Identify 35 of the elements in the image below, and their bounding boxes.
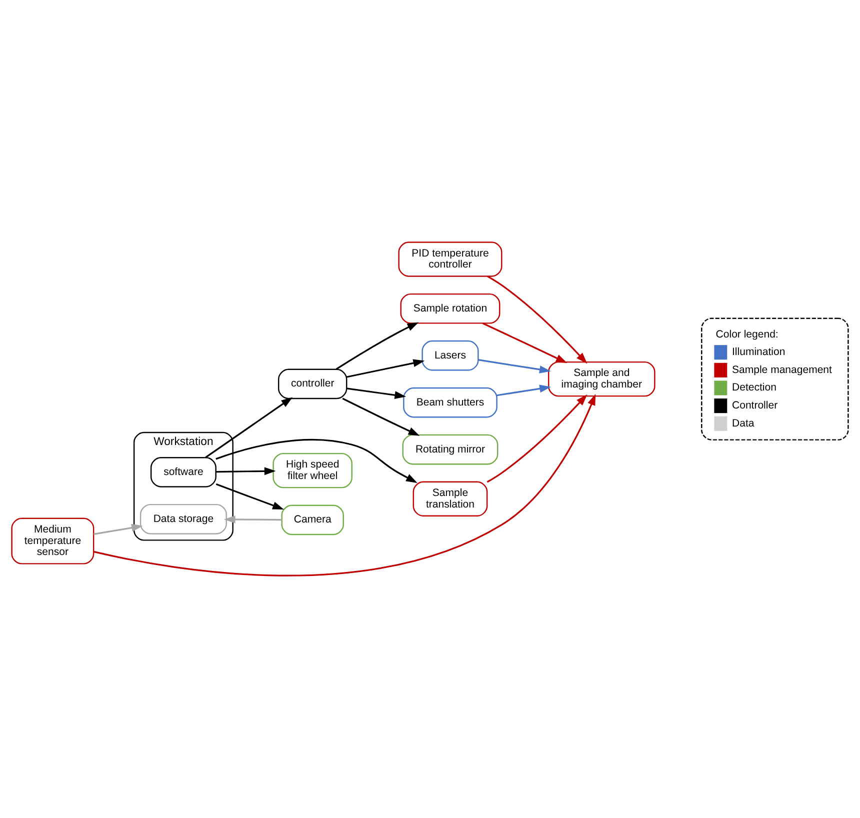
arrow xyxy=(346,359,425,378)
arrow xyxy=(486,394,588,483)
arrow xyxy=(346,388,406,400)
legend-label: Data xyxy=(732,417,754,430)
arrow xyxy=(487,276,588,364)
node-box: Sample and imaging chamber xyxy=(548,361,656,397)
arrow xyxy=(216,438,418,483)
node-box: PID temperature controller xyxy=(398,242,502,277)
node-box: Medium temperature sensor xyxy=(11,518,94,564)
node-box: software xyxy=(150,457,216,488)
arrow xyxy=(342,398,420,436)
arrow xyxy=(216,467,276,476)
node-box: Sample rotation xyxy=(400,293,500,324)
legend-label: Sample management xyxy=(732,364,832,376)
node-box: High speed filter wheel xyxy=(272,452,352,488)
node-box: Sample translation xyxy=(412,481,488,517)
label: Color legend: xyxy=(716,328,778,340)
node-box: Rotating mirror xyxy=(402,434,498,465)
arrow xyxy=(336,322,419,370)
arrow xyxy=(482,322,568,364)
node-box: Beam shutters xyxy=(403,387,498,418)
arrow xyxy=(478,359,551,374)
legend-label: Detection xyxy=(732,382,776,394)
node-box: Data storage xyxy=(140,504,227,534)
arrow xyxy=(94,524,143,535)
arrow xyxy=(224,516,282,524)
node-box: Camera xyxy=(281,504,344,536)
legend-label: Illumination xyxy=(732,346,786,358)
arrow xyxy=(205,397,293,458)
node-box: controller xyxy=(278,368,348,400)
legend-label: Controller xyxy=(732,400,778,412)
arrow xyxy=(216,483,284,510)
node-box: Lasers xyxy=(422,340,479,371)
arrow xyxy=(496,384,551,396)
arrow xyxy=(94,394,596,576)
